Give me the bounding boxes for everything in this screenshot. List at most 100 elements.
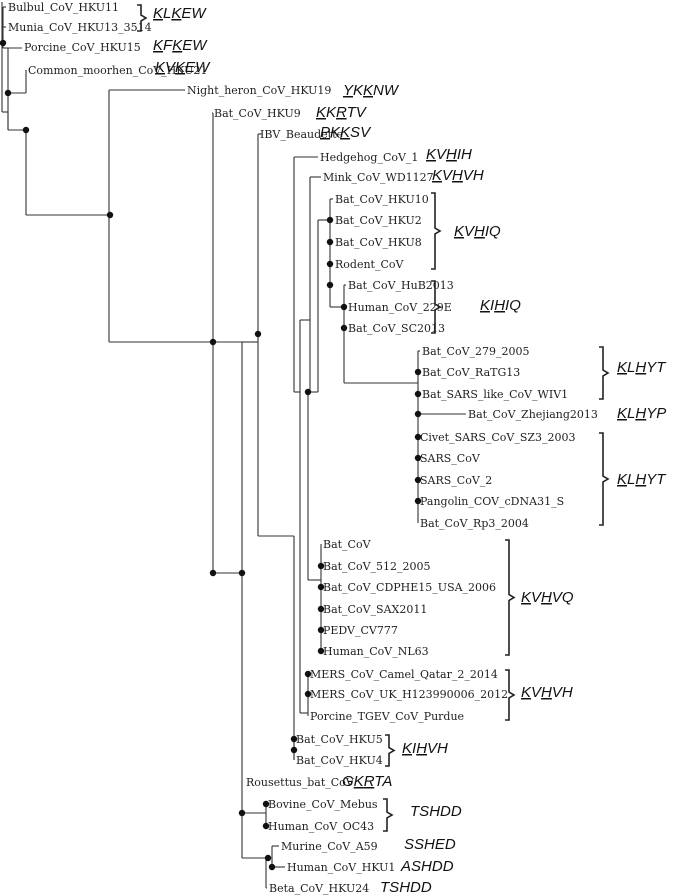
motif-label: ASHDD — [400, 858, 454, 875]
tree-node — [238, 809, 246, 817]
taxon-label: Bat_CoV_HKU5 — [296, 733, 383, 746]
motif-label: KIHIQ — [480, 297, 521, 314]
taxon-label: Murine_CoV_A59 — [281, 840, 378, 853]
taxon-label: Pangolin_COV_cDNA31_S — [420, 495, 564, 508]
motif-label: PKKSV — [320, 124, 372, 141]
tree-node — [4, 89, 12, 97]
motif-labels: KLKEW KFKEW KVKEW YKKNW KKRTV PKKSV KVHIH KVHVH… — [153, 5, 667, 896]
clade-brace — [383, 798, 394, 832]
tree-node — [326, 260, 334, 268]
motif-label: KVHIQ — [454, 223, 501, 240]
motif-label: GKRTA — [342, 773, 392, 790]
tree-node — [254, 330, 262, 338]
motif-label: KVHIH — [426, 146, 472, 163]
tree-node — [414, 390, 422, 398]
taxon-label: Bat_CoV_SC2013 — [348, 322, 445, 335]
motif-label: KVHVQ — [521, 589, 574, 606]
tree-node — [106, 211, 114, 219]
taxon-label: PEDV_CV777 — [323, 624, 398, 637]
taxon-label: Human_CoV_NL63 — [323, 645, 429, 658]
motif-label: KLHYP — [617, 405, 666, 422]
tree-node — [414, 497, 422, 505]
taxon-label: Bat_CoV_279_2005 — [422, 345, 530, 358]
taxon-label: Bat_CoV_HKU2 — [335, 214, 422, 227]
taxon-labels: Bulbul_CoV_HKU11Munia_CoV_HKU13_3514Porc… — [8, 1, 598, 895]
motif-label: KLKEW — [153, 5, 207, 22]
taxon-label: Human_CoV_229E — [348, 301, 452, 314]
tree-node — [268, 863, 276, 871]
clade-brace — [431, 280, 442, 334]
clade-brace — [505, 669, 516, 721]
taxon-label: Human_CoV_OC43 — [268, 820, 374, 833]
motif-label: KVKEW — [155, 59, 211, 76]
tree-node — [22, 126, 30, 134]
motif-label: YKKNW — [343, 82, 400, 99]
taxon-label: Mink_CoV_WD1127 — [323, 171, 434, 184]
tree-node — [414, 410, 422, 418]
motif-label: TSHDD — [380, 879, 432, 896]
tree-node — [340, 324, 348, 332]
taxon-label: Bat_CoV_512_2005 — [323, 560, 431, 573]
tree-node — [317, 562, 325, 570]
taxon-label: Night_heron_CoV_HKU19 — [187, 84, 331, 97]
clade-brace — [137, 4, 148, 32]
clade-brace — [505, 539, 516, 656]
motif-label: SSHED — [404, 836, 456, 853]
clade-brace — [385, 734, 396, 767]
tree-nodes — [0, 39, 422, 871]
tree-node — [209, 569, 217, 577]
motif-label: KKRTV — [316, 104, 368, 121]
tree-node — [290, 735, 298, 743]
taxon-label: Hedgehog_CoV_1 — [320, 151, 418, 164]
motif-label: TSHDD — [410, 803, 462, 820]
tree-node — [290, 746, 298, 754]
motif-label: KIHVH — [402, 740, 448, 757]
taxon-label: Porcine_CoV_HKU15 — [24, 41, 141, 54]
taxon-label: Bat_CoV_CDPHE15_USA_2006 — [323, 581, 496, 594]
motif-label: KVHVH — [521, 684, 573, 701]
taxon-label: Rodent_CoV — [335, 258, 405, 271]
taxon-label: Bat_CoV_HKU9 — [214, 107, 301, 120]
tree-node — [238, 569, 246, 577]
taxon-label: Bat_CoV — [323, 538, 372, 551]
tree-node — [340, 303, 348, 311]
taxon-label: Bat_CoV_Rp3_2004 — [420, 517, 529, 530]
clade-brace — [599, 346, 610, 400]
motif-braces — [137, 4, 610, 832]
tree-node — [326, 281, 334, 289]
tree-node — [317, 647, 325, 655]
tree-node — [304, 690, 312, 698]
taxon-label: Bat_CoV_Zhejiang2013 — [468, 408, 598, 421]
tree-node — [262, 822, 270, 830]
taxon-label: Bat_CoV_RaTG13 — [422, 366, 520, 379]
tree-node — [304, 388, 312, 396]
taxon-label: Bat_SARS_like_CoV_WIV1 — [422, 388, 568, 401]
taxon-label: Human_CoV_HKU1 — [287, 861, 395, 874]
taxon-label: Bat_CoV_HuB2013 — [348, 279, 454, 292]
taxon-label: Bat_CoV_HKU10 — [335, 193, 429, 206]
tree-node — [414, 454, 422, 462]
taxon-label: Beta_CoV_HKU24 — [269, 882, 369, 895]
tree-node — [317, 605, 325, 613]
taxon-label: MERS_CoV_Camel_Qatar_2_2014 — [310, 668, 498, 681]
taxon-label: SARS_CoV_2 — [420, 474, 492, 487]
motif-label: KLHYT — [617, 359, 667, 376]
motif-label: KVHVH — [432, 167, 484, 184]
tree-node — [326, 216, 334, 224]
tree-node — [209, 338, 217, 346]
motif-label: KFKEW — [153, 37, 208, 54]
taxon-label: Bat_CoV_HKU4 — [296, 754, 383, 767]
tree-branches — [1, 2, 466, 889]
tree-node — [262, 800, 270, 808]
taxon-label: Common_moorhen_CoV_HKU21 — [28, 64, 207, 77]
taxon-label: Bat_CoV_SAX2011 — [323, 603, 427, 616]
tree-node — [414, 433, 422, 441]
tree-node — [317, 626, 325, 634]
taxon-label: Civet_SARS_CoV_SZ3_2003 — [420, 431, 576, 444]
tree-node — [304, 670, 312, 678]
tree-node — [317, 583, 325, 591]
taxon-label: Munia_CoV_HKU13_3514 — [8, 21, 152, 34]
tree-node — [0, 39, 7, 47]
taxon-label: Bat_CoV_HKU8 — [335, 236, 422, 249]
